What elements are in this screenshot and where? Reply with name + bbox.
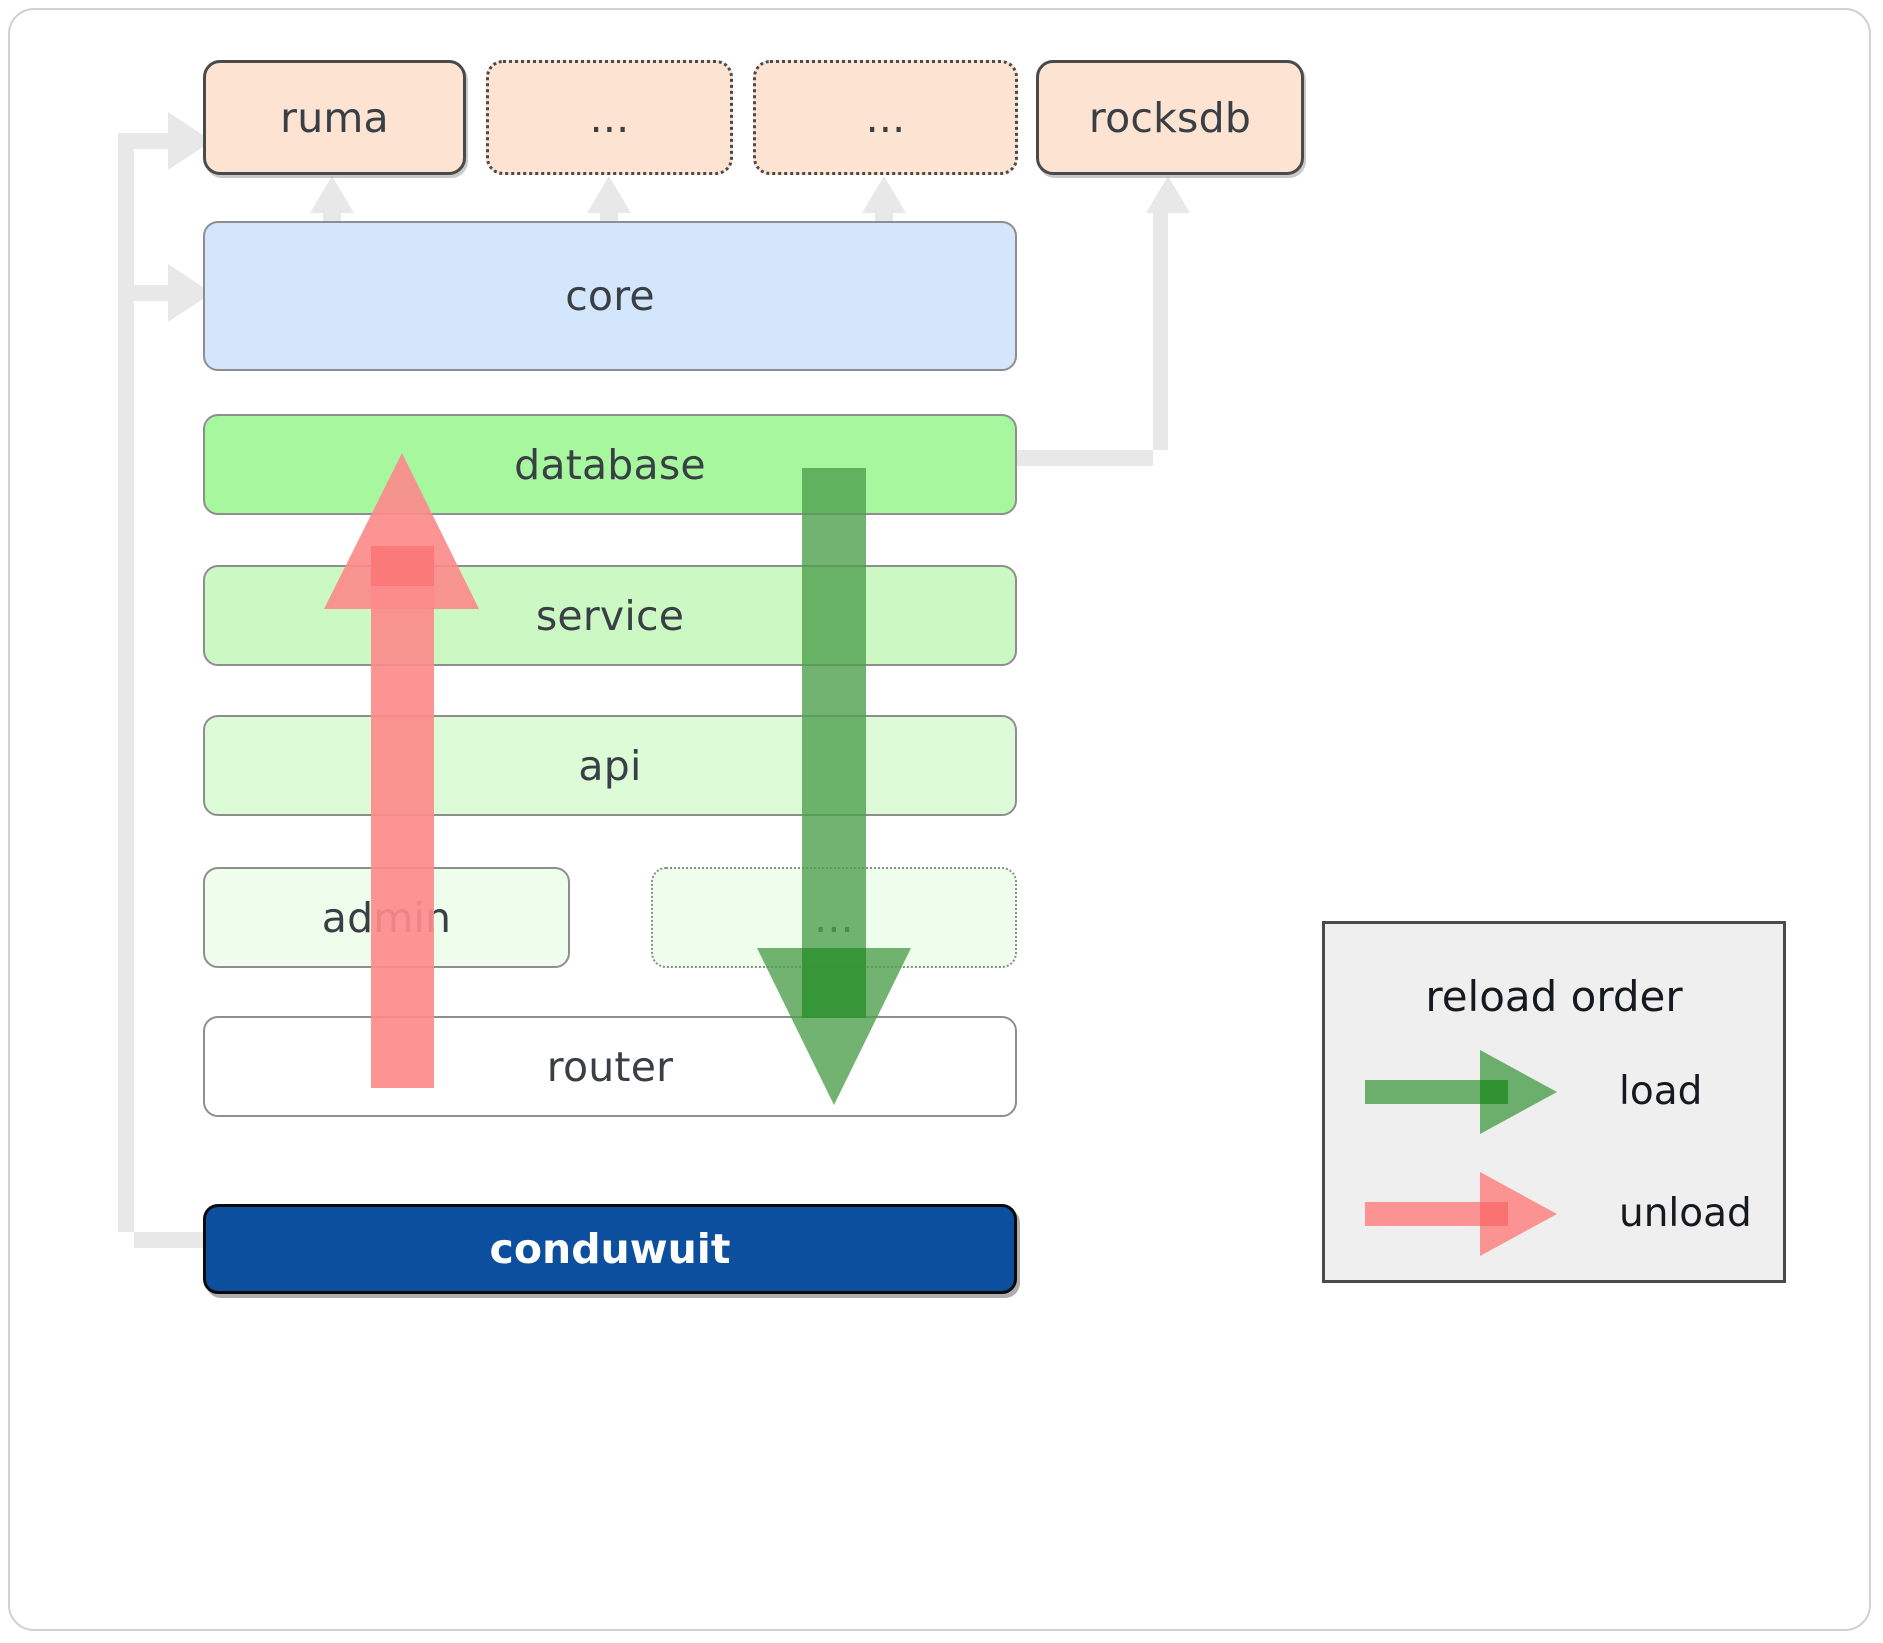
legend-load-arrow-art xyxy=(1325,1046,1595,1136)
legend-item-unload: unload xyxy=(1325,1168,1783,1258)
layer-box-router[interactable]: router xyxy=(203,1016,1017,1117)
dependency-box-rocksdb[interactable]: rocksdb xyxy=(1036,60,1304,175)
dependency-label-placeholder-2: ... xyxy=(865,93,906,142)
dependency-label-placeholder-1: ... xyxy=(589,93,630,142)
layer-label-placeholder: ... xyxy=(814,893,854,942)
legend-panel: reload order load unload xyxy=(1322,921,1786,1283)
layer-label-api: api xyxy=(578,741,642,790)
dependency-box-placeholder-1[interactable]: ... xyxy=(486,60,733,175)
unload-arrow-icon xyxy=(1365,1172,1557,1256)
layer-box-core[interactable]: core xyxy=(203,221,1017,371)
dependency-label-rocksdb: rocksdb xyxy=(1088,93,1252,142)
dependency-box-placeholder-2[interactable]: ... xyxy=(753,60,1018,175)
layer-label-router: router xyxy=(546,1042,674,1091)
layer-box-service[interactable]: service xyxy=(203,565,1017,666)
legend-unload-arrow-art xyxy=(1325,1168,1595,1258)
legend-label-load: load xyxy=(1619,1068,1703,1114)
layer-box-api[interactable]: api xyxy=(203,715,1017,816)
layer-label-core: core xyxy=(565,272,655,320)
layer-label-service: service xyxy=(535,591,685,640)
dependency-box-ruma[interactable]: ruma xyxy=(203,60,466,175)
layer-box-database[interactable]: database xyxy=(203,414,1017,515)
legend-item-load: load xyxy=(1325,1046,1783,1136)
legend-label-unload: unload xyxy=(1619,1190,1752,1236)
root-label-conduwuit: conduwuit xyxy=(489,1225,731,1273)
layer-label-database: database xyxy=(514,440,706,489)
root-box-conduwuit[interactable]: conduwuit xyxy=(203,1204,1017,1294)
layer-box-admin[interactable]: admin xyxy=(203,867,570,968)
legend-title: reload order xyxy=(1425,972,1683,1021)
layer-label-admin: admin xyxy=(321,893,452,942)
layer-box-placeholder[interactable]: ... xyxy=(651,867,1017,968)
dependency-label-ruma: ruma xyxy=(280,93,389,142)
load-arrow-icon xyxy=(1365,1050,1557,1134)
